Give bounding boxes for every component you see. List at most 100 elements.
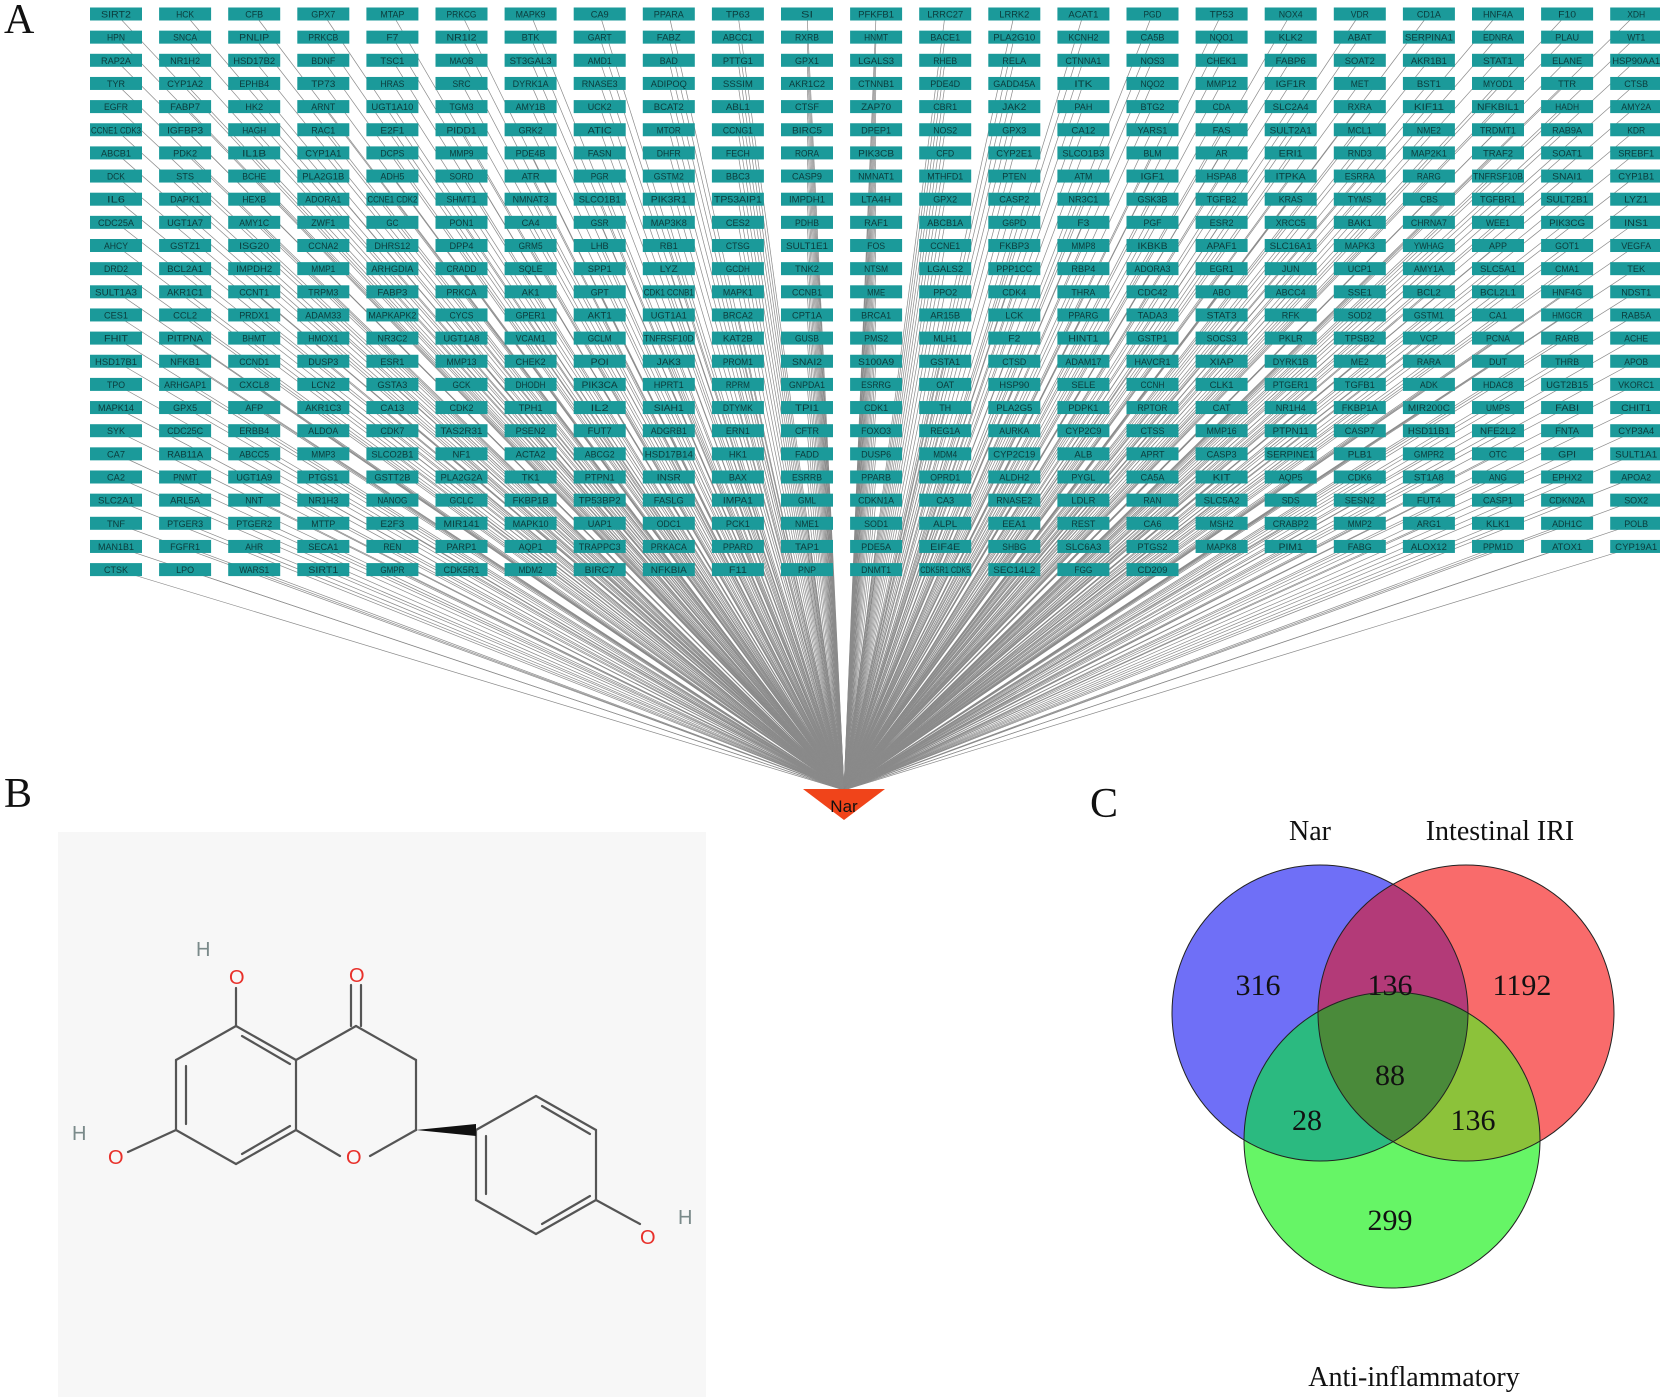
gene-node-box bbox=[1126, 516, 1179, 530]
gene-node: PNMT bbox=[159, 470, 212, 484]
gene-node: TPH1 bbox=[504, 401, 557, 415]
gene-node-label: ABCB1 bbox=[101, 148, 131, 159]
gene-node: ESR1 bbox=[366, 354, 419, 368]
gene-node-label: SOAT1 bbox=[1552, 148, 1582, 159]
network-edge bbox=[530, 546, 845, 791]
gene-node: CES1 bbox=[90, 308, 142, 322]
gene-node: PKLR bbox=[1264, 331, 1317, 345]
bond bbox=[294, 1128, 342, 1158]
gene-node: AHR bbox=[228, 539, 281, 553]
gene-node-label: FOS bbox=[867, 241, 885, 252]
gene-node: ABCC1 bbox=[711, 30, 764, 44]
gene-node: NMNAT1 bbox=[850, 169, 903, 183]
gene-node-label: F2 bbox=[1008, 334, 1020, 345]
gene-node-label: FECH bbox=[726, 148, 750, 159]
gene-node-label: CHRNA7 bbox=[1411, 218, 1447, 229]
gene-node-label: SEC14L2 bbox=[993, 565, 1035, 576]
gene-node-box bbox=[1126, 424, 1179, 438]
gene-node: XRCC5 bbox=[1264, 215, 1317, 229]
gene-node-label: SIRT2 bbox=[101, 10, 131, 21]
gene-node-label: FKBP1A bbox=[1342, 403, 1379, 414]
gene-node-box bbox=[366, 470, 419, 484]
gene-node-box bbox=[90, 308, 142, 322]
gene-node: THRB bbox=[1541, 354, 1594, 368]
gene-node-box bbox=[435, 169, 488, 183]
network-edge bbox=[843, 453, 1430, 791]
gene-node-box bbox=[642, 192, 695, 206]
gene-node: CA12 bbox=[1057, 123, 1110, 137]
gene-node-label: GPX3 bbox=[1002, 125, 1026, 136]
gene-node: CDC42 bbox=[1126, 285, 1179, 299]
gene-node-label: DHFR bbox=[657, 148, 681, 159]
gene-node-box bbox=[435, 123, 488, 137]
molecule-bonds bbox=[126, 983, 642, 1236]
gene-node-label: ELANE bbox=[1552, 56, 1582, 67]
gene-node-label: BCL2L1 bbox=[1480, 287, 1516, 298]
gene-node: AQP1 bbox=[504, 539, 557, 553]
gene-node-label: MTOR bbox=[657, 125, 681, 136]
gene-node-label: GPER1 bbox=[516, 310, 546, 321]
gene-node: LHB bbox=[573, 239, 626, 252]
gene-node: EEA1 bbox=[988, 516, 1041, 530]
gene-node-label: PTPN1 bbox=[585, 473, 615, 484]
gene-node: ERBB4 bbox=[228, 424, 281, 438]
gene-node-label: SELE bbox=[1071, 380, 1095, 391]
gene-node-label: SNAI2 bbox=[792, 357, 822, 368]
gene-node-box bbox=[1610, 123, 1660, 137]
gene-node: DNMT1 bbox=[850, 563, 903, 577]
gene-node-box bbox=[228, 192, 281, 206]
gene-node-box bbox=[1541, 53, 1594, 67]
gene-node-box bbox=[711, 192, 764, 206]
gene-node-box bbox=[1264, 516, 1317, 530]
gene-node: CASP7 bbox=[1333, 424, 1386, 438]
gene-node: SORD bbox=[435, 169, 488, 183]
gene-node: YWHAG bbox=[1402, 239, 1455, 252]
gene-node: CDK1 CCNB1 bbox=[642, 285, 695, 299]
gene-node-box bbox=[1541, 146, 1594, 160]
network-edge bbox=[184, 384, 845, 791]
gene-node-label: MMP8 bbox=[1071, 241, 1095, 252]
gene-node-label: PGF bbox=[1144, 218, 1162, 229]
gene-node: SULT2A1 bbox=[1264, 123, 1317, 137]
gene-node-box bbox=[159, 424, 212, 438]
gene-node-box bbox=[1333, 447, 1386, 461]
gene-node-label: POI bbox=[591, 357, 609, 368]
gene-node: PGR bbox=[573, 169, 626, 183]
gene-node-box bbox=[850, 7, 903, 21]
gene-node-box bbox=[1333, 516, 1386, 530]
gene-node-box bbox=[1472, 377, 1524, 391]
gene-node-label: DUT bbox=[1489, 357, 1507, 368]
gene-node-box bbox=[919, 447, 972, 461]
gene-node: CASP1 bbox=[1472, 493, 1524, 507]
gene-node-box bbox=[988, 447, 1041, 461]
gene-node-box bbox=[1057, 30, 1110, 44]
gene-node: BCAT2 bbox=[642, 100, 695, 114]
gene-node-box bbox=[781, 53, 833, 67]
gene-node: CFB bbox=[228, 7, 281, 21]
gene-node-label: FASLG bbox=[654, 496, 684, 507]
gene-node-box bbox=[228, 76, 281, 90]
gene-node-label: PTGER3 bbox=[167, 519, 203, 530]
gene-node-label: RAB5A bbox=[1621, 310, 1652, 321]
gene-node: TGFB2 bbox=[1195, 192, 1248, 206]
gene-node-label: FUT4 bbox=[1417, 496, 1441, 507]
gene-node-label: CTNNB1 bbox=[858, 79, 894, 90]
gene-node-label: F3 bbox=[1077, 218, 1089, 229]
gene-node: F7 bbox=[366, 30, 419, 44]
gene-node-box bbox=[919, 285, 972, 299]
gene-node: IGF1 bbox=[1126, 169, 1179, 183]
gene-node-label: LYZ bbox=[660, 264, 678, 275]
gene-node-box bbox=[90, 285, 142, 299]
gene-node-label: STAT3 bbox=[1207, 310, 1237, 321]
gene-node: IGF1R bbox=[1264, 76, 1317, 90]
gene-node: TP63 bbox=[711, 7, 764, 21]
gene-node-box bbox=[1057, 100, 1110, 114]
gene-node-label: SLCO1B3 bbox=[1062, 148, 1104, 159]
gene-node-box bbox=[1610, 239, 1660, 252]
venn-count-nar-anti: 28 bbox=[1292, 1104, 1322, 1137]
gene-node: TP53BP2 bbox=[573, 493, 626, 507]
gene-node: PPARG bbox=[1057, 308, 1110, 322]
gene-node: AKR1C3 bbox=[297, 401, 350, 415]
gene-node-label: HMGCR bbox=[1552, 310, 1582, 321]
